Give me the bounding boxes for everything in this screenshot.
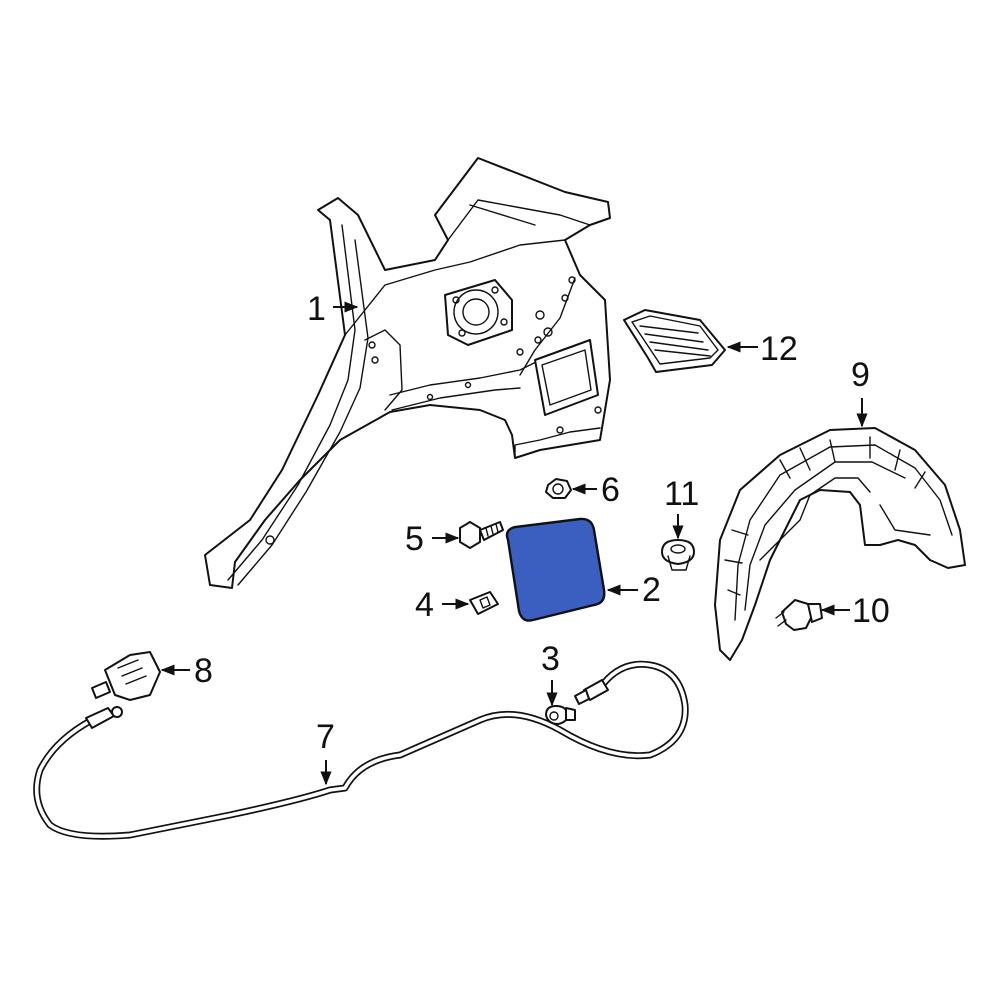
part-2-fuel-door[interactable] xyxy=(505,517,606,622)
part-7-release-cable[interactable] xyxy=(33,660,689,840)
part-9-wheel-liner[interactable] xyxy=(714,427,966,661)
fuel-door-panel[interactable] xyxy=(505,517,606,622)
part-6-nut[interactable] xyxy=(545,478,572,499)
part-10-push-clip[interactable] xyxy=(775,599,823,631)
callout-12: 12 xyxy=(760,330,798,368)
callout-5: 5 xyxy=(405,520,424,558)
leader-lines xyxy=(160,301,868,786)
callout-9: 9 xyxy=(851,356,870,394)
callout-2: 2 xyxy=(642,571,661,609)
callout-4: 4 xyxy=(415,586,434,624)
callout-labels: 1 2 3 4 5 6 7 8 9 10 11 12 xyxy=(194,290,890,756)
callout-1: 1 xyxy=(307,290,326,328)
part-4-clip[interactable] xyxy=(469,591,499,615)
part-8-opener-handle[interactable] xyxy=(91,651,161,701)
callout-3: 3 xyxy=(541,640,560,678)
callout-8: 8 xyxy=(194,652,213,690)
callout-6: 6 xyxy=(601,471,620,509)
part-3-cable-clip[interactable] xyxy=(545,705,576,725)
part-1-quarter-panel[interactable] xyxy=(204,157,611,589)
callout-7: 7 xyxy=(316,718,335,756)
callout-10: 10 xyxy=(852,592,890,630)
part-12-vent-grille[interactable] xyxy=(623,309,726,373)
callout-11: 11 xyxy=(664,475,699,513)
part-11-grommet[interactable] xyxy=(661,539,695,571)
part-5-bolt[interactable] xyxy=(459,521,504,549)
